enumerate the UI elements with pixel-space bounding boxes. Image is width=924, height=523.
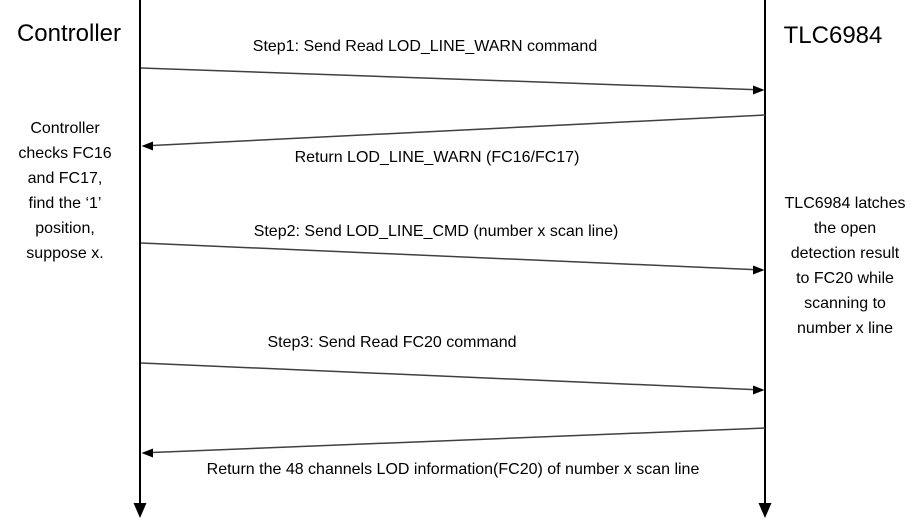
message-arrow-3-head-icon bbox=[753, 265, 765, 275]
controller-lifeline-arrowhead-icon bbox=[133, 503, 147, 518]
message-arrow-2 bbox=[151, 114, 766, 147]
message-label-step1: Step1: Send Read LOD_LINE_WARN command bbox=[252, 38, 598, 55]
message-arrow-4-head-icon bbox=[753, 385, 765, 395]
actor-title-controller: Controller bbox=[16, 20, 122, 47]
tlc6984-lifeline-arrowhead-icon bbox=[758, 503, 772, 518]
message-arrow-5 bbox=[151, 427, 766, 454]
controller-note: Controller checks FC16 and FC17, find th… bbox=[18, 120, 112, 262]
message-label-return-warn: Return LOD_LINE_WARN (FC16/FC17) bbox=[294, 149, 580, 166]
message-arrow-3 bbox=[140, 242, 755, 271]
message-arrow-1-head-icon bbox=[753, 85, 765, 95]
message-label-return-fc20: Return the 48 channels LOD information(F… bbox=[206, 461, 700, 478]
message-arrow-2-head-icon bbox=[141, 141, 153, 151]
message-arrow-4 bbox=[140, 362, 755, 391]
message-label-step3: Step3: Send Read FC20 command bbox=[267, 334, 517, 351]
tlc6984-note: TLC6984 latches the open detection resul… bbox=[784, 195, 906, 337]
message-label-step2: Step2: Send LOD_LINE_CMD (number x scan … bbox=[253, 223, 619, 240]
message-arrow-1 bbox=[140, 67, 755, 91]
message-arrow-5-head-icon bbox=[141, 448, 153, 458]
actor-title-tlc6984: TLC6984 bbox=[783, 22, 883, 49]
